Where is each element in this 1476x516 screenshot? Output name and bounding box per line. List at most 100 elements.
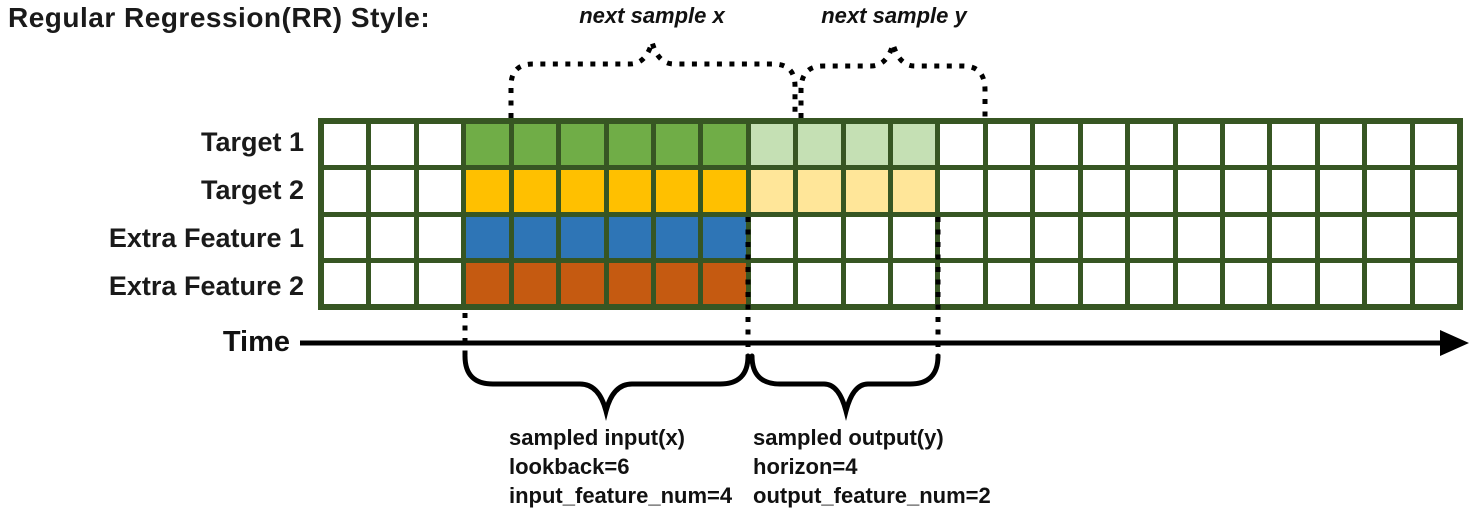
sampled-output-caption: sampled output(y) horizon=4 output_featu… bbox=[753, 423, 991, 510]
grid-cell bbox=[1130, 216, 1173, 258]
grid-cell bbox=[987, 124, 1031, 166]
grid-cell bbox=[1130, 262, 1173, 304]
grid-cell bbox=[371, 262, 414, 304]
grid-cell bbox=[608, 170, 651, 212]
grid-cell bbox=[798, 262, 841, 304]
grid-cell bbox=[418, 216, 462, 258]
grid-cell bbox=[561, 170, 604, 212]
grid-cell bbox=[1319, 216, 1363, 258]
grid-cell bbox=[1035, 216, 1078, 258]
grid-cell bbox=[655, 170, 699, 212]
grid-cell bbox=[324, 262, 367, 304]
time-axis-arrowhead bbox=[1440, 330, 1469, 356]
grid-cell bbox=[1367, 124, 1410, 166]
grid-cell bbox=[371, 170, 414, 212]
grid-cell bbox=[1177, 170, 1220, 212]
grid-cell bbox=[893, 262, 936, 304]
grid-cell bbox=[940, 124, 983, 166]
sampled-input-line3: input_feature_num=4 bbox=[509, 483, 733, 508]
grid-cell bbox=[893, 216, 936, 258]
grid-cell bbox=[798, 170, 841, 212]
grid-cell bbox=[1367, 262, 1410, 304]
grid-cell bbox=[987, 262, 1031, 304]
sampled-output-underbrace bbox=[749, 353, 941, 421]
grid-cell bbox=[1224, 262, 1268, 304]
grid-cell bbox=[371, 216, 414, 258]
grid-cell bbox=[940, 170, 983, 212]
grid-cell bbox=[750, 124, 794, 166]
grid-cell bbox=[324, 170, 367, 212]
grid-cell bbox=[418, 170, 462, 212]
grid-cell bbox=[1319, 170, 1363, 212]
grid-cell bbox=[1082, 124, 1126, 166]
grid-cell bbox=[1224, 124, 1268, 166]
grid-cell bbox=[1177, 216, 1220, 258]
grid-cell bbox=[1414, 170, 1457, 212]
sampled-input-line1: sampled input(x) bbox=[509, 425, 686, 450]
grid-cell bbox=[418, 262, 462, 304]
grid-cell bbox=[703, 170, 746, 212]
grid-cell bbox=[893, 124, 936, 166]
grid-cell bbox=[1224, 216, 1268, 258]
grid-cell bbox=[1414, 124, 1457, 166]
grid-cell bbox=[1082, 170, 1126, 212]
diagram-title: Regular Regression(RR) Style: bbox=[8, 2, 431, 33]
grid-cell bbox=[561, 124, 604, 166]
sampled-output-line1: sampled output(y) bbox=[753, 425, 944, 450]
grid-cell bbox=[608, 262, 651, 304]
grid-cell bbox=[466, 216, 509, 258]
grid-cell bbox=[1272, 216, 1315, 258]
row-label-target-2: Target 2 bbox=[200, 174, 304, 205]
grid-cell bbox=[1130, 170, 1173, 212]
grid-cell bbox=[513, 170, 557, 212]
next-sample-x-brace bbox=[508, 32, 798, 118]
grid-cell bbox=[987, 170, 1031, 212]
next-sample-y-brace bbox=[798, 34, 988, 118]
grid-cell bbox=[1035, 262, 1078, 304]
grid-cell bbox=[608, 216, 651, 258]
grid-cell bbox=[703, 124, 746, 166]
grid-cell bbox=[798, 216, 841, 258]
time-axis-label: Time bbox=[222, 326, 290, 358]
grid-cell bbox=[466, 170, 509, 212]
grid-cell bbox=[608, 124, 651, 166]
grid-cell bbox=[1272, 170, 1315, 212]
next-sample-y-label: next sample y bbox=[821, 3, 967, 28]
grid-cell bbox=[418, 124, 462, 166]
next-sample-x-label: next sample x bbox=[579, 3, 725, 28]
grid-cell bbox=[1414, 216, 1457, 258]
grid-cell bbox=[466, 124, 509, 166]
grid-cell bbox=[513, 262, 557, 304]
grid-cell bbox=[1224, 170, 1268, 212]
grid-cell bbox=[845, 262, 888, 304]
grid-cell bbox=[1082, 262, 1126, 304]
grid-cell bbox=[1319, 124, 1363, 166]
grid-cell bbox=[466, 262, 509, 304]
grid-cell bbox=[1272, 262, 1315, 304]
grid-cell bbox=[1177, 124, 1220, 166]
grid-cell bbox=[561, 216, 604, 258]
sampled-input-line2: lookback=6 bbox=[509, 454, 630, 479]
sampled-input-caption: sampled input(x) lookback=6 input_featur… bbox=[509, 423, 732, 510]
grid-cell bbox=[1319, 262, 1363, 304]
grid-cell bbox=[750, 262, 794, 304]
row-label-target-1: Target 1 bbox=[200, 126, 304, 157]
grid-cell bbox=[324, 124, 367, 166]
grid-cell bbox=[940, 262, 983, 304]
sampled-output-line3: output_feature_num=2 bbox=[753, 483, 991, 508]
grid-cell bbox=[561, 262, 604, 304]
grid-cell bbox=[1082, 216, 1126, 258]
grid-cell bbox=[798, 124, 841, 166]
grid-cell bbox=[655, 216, 699, 258]
grid-cell bbox=[1367, 170, 1410, 212]
grid-cell bbox=[1035, 170, 1078, 212]
grid-cell bbox=[987, 216, 1031, 258]
grid-cell bbox=[513, 216, 557, 258]
grid-cell bbox=[703, 216, 746, 258]
grid-cell bbox=[1130, 124, 1173, 166]
grid-cell bbox=[750, 216, 794, 258]
grid-cell bbox=[1035, 124, 1078, 166]
grid-cell bbox=[513, 124, 557, 166]
grid-cell bbox=[371, 124, 414, 166]
